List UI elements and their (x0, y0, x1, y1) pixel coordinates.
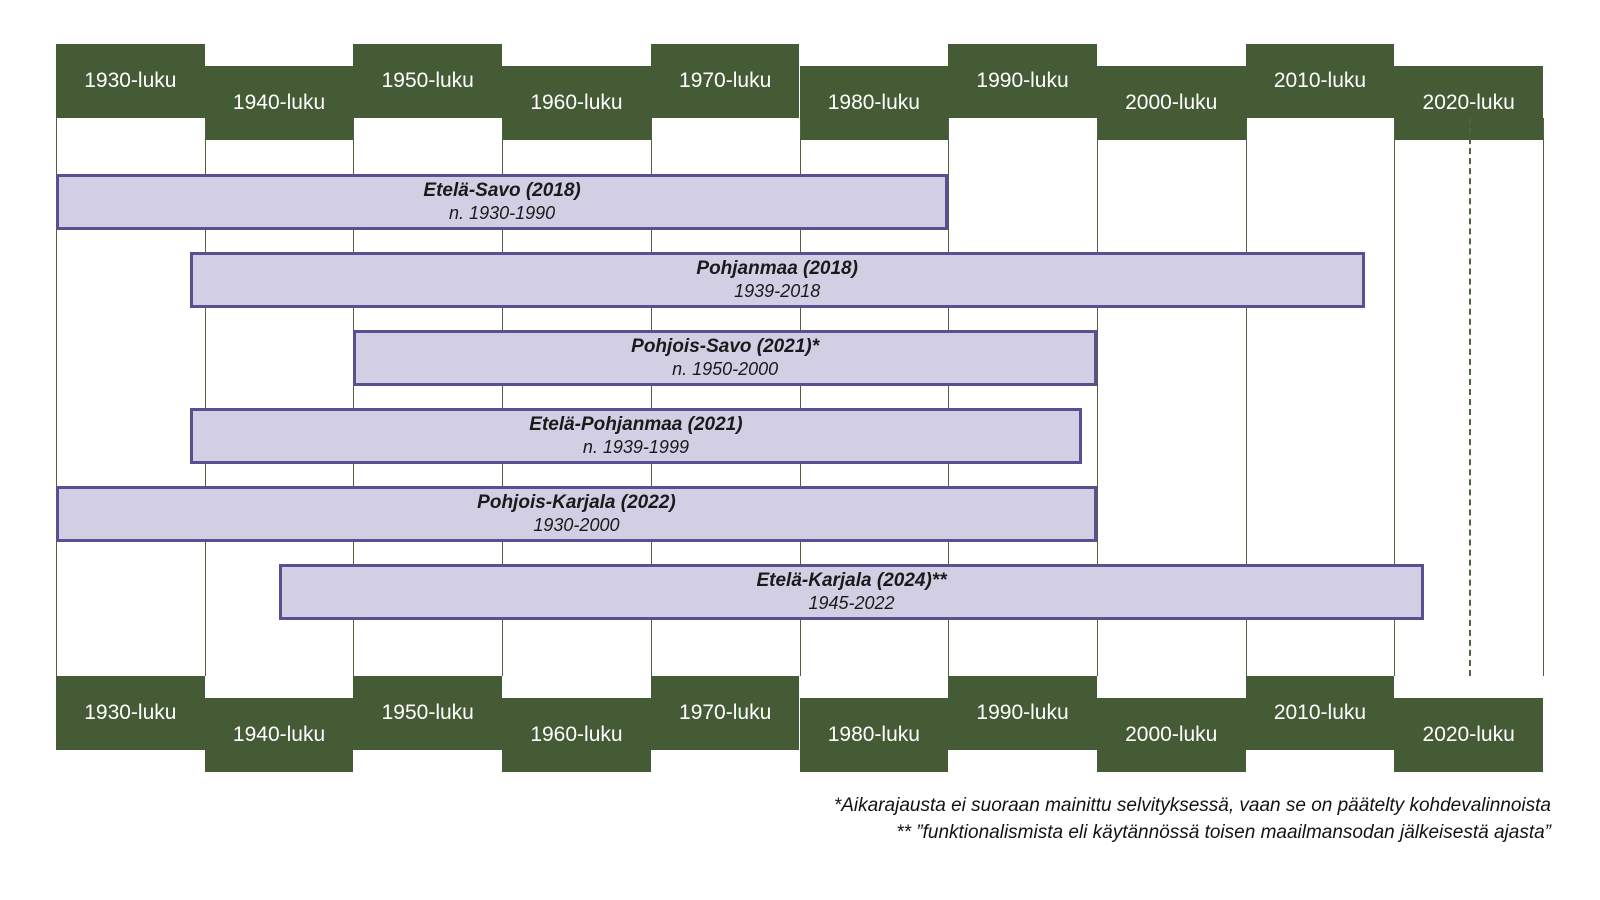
decade-header-label: 2000-luku (1125, 723, 1218, 746)
timeline-bar-title: Etelä-Pohjanmaa (2021) (529, 414, 743, 436)
timeline-bar-range: n. 1939-1999 (582, 436, 689, 457)
timeline-bar-range: 1930-2000 (533, 514, 620, 535)
timeline-bar[interactable]: Etelä-Pohjanmaa (2021)n. 1939-1999 (189, 408, 1083, 464)
timeline-bar[interactable]: Etelä-Karjala (2024)**1945-2022 (279, 564, 1425, 620)
timeline-bar[interactable]: Pohjanmaa (2018)1939-2018 (189, 252, 1365, 308)
timeline-bar[interactable]: Pohjois-Karjala (2022)1930-2000 (56, 486, 1097, 542)
decade-header-label: 2020-luku (1422, 723, 1515, 746)
decade-header-label: 1980-luku (827, 91, 920, 114)
decade-header-label: 1990-luku (976, 701, 1069, 724)
decade-header-cell: 2020-luku (1394, 698, 1543, 772)
decade-header-label: 2010-luku (1273, 701, 1367, 724)
timeline-bar-range: 1939-2018 (734, 280, 821, 301)
footnote-double-asterisk: ** ”funktionalismista eli käytännössä to… (896, 821, 1551, 843)
decade-header-label: 2000-luku (1125, 91, 1218, 114)
decade-header-label: 1980-luku (827, 723, 920, 746)
decade-header-cell: 1950-luku (353, 676, 503, 750)
decade-header-top: 1930-luku 1940-luku 1950-luku 1960-luku 1970… (56, 44, 1543, 140)
marker-line-dashed (1468, 118, 1471, 676)
decade-header-cell: 1970-luku (650, 44, 800, 118)
timeline-bar[interactable]: Pohjois-Savo (2021)*n. 1950-2000 (353, 330, 1097, 386)
decade-header-cell: 1970-luku (650, 676, 800, 750)
decade-header-cell: 1940-luku (204, 698, 354, 772)
gridline (502, 118, 504, 676)
decade-header-cell: 2010-luku (1245, 676, 1395, 750)
gridline (1543, 118, 1544, 676)
decade-header-cell: 1930-luku (56, 676, 205, 750)
gridline (1394, 118, 1396, 676)
timeline-bar-title: Pohjois-Karjala (2022) (477, 492, 676, 514)
decade-header-label: 2010-luku (1273, 69, 1367, 92)
decade-header-cell: 1950-luku (353, 44, 503, 118)
gridline (1096, 118, 1098, 676)
decade-header-bottom: 1930-luku 1940-luku 1950-luku 1960-luku 1970… (56, 676, 1543, 772)
decade-header-cell: 1980-luku (799, 66, 949, 140)
timeline-bar-range: 1945-2022 (808, 592, 895, 613)
gridline (204, 118, 206, 676)
gridline (1245, 118, 1247, 676)
decade-header-cell: 1930-luku (56, 44, 205, 118)
decade-header-label: 1940-luku (232, 91, 326, 114)
plot-area: 1930-luku 1940-luku 1950-luku 1960-luku 1970… (56, 44, 1544, 772)
footnote-asterisk: *Aikarajausta ei suoraan mainittu selvit… (833, 795, 1551, 816)
timeline-bar-title: Etelä-Karjala (2024)** (756, 570, 947, 592)
decade-header-label: 1940-luku (232, 723, 326, 746)
timeline-bar-title: Pohjanmaa (2018) (696, 258, 858, 280)
decade-header-label: 1970-luku (679, 701, 772, 724)
timeline-bar[interactable]: Etelä-Savo (2018)n. 1930-1990 (56, 174, 949, 230)
decade-header-label: 1960-luku (530, 723, 623, 746)
decade-header-cell: 1990-luku (948, 44, 1097, 118)
timeline-bar-range: n. 1930-1990 (449, 202, 556, 223)
footnotes: *Aikarajausta ei suoraan mainittu selvit… (0, 793, 1551, 847)
decade-header-cell: 1940-luku (204, 66, 354, 140)
timeline-bar-title: Etelä-Savo (2018) (423, 180, 581, 202)
decade-header-cell: 2000-luku (1096, 66, 1246, 140)
decade-header-label: 1960-luku (530, 91, 623, 114)
decade-header-label: 1950-luku (381, 701, 474, 724)
decade-header-cell: 1960-luku (502, 698, 651, 772)
decade-header-label: 1930-luku (84, 701, 177, 724)
gridline (948, 118, 950, 676)
decade-header-label: 1990-luku (976, 69, 1069, 92)
gridline (799, 118, 801, 676)
gridline (353, 118, 355, 676)
decade-header-cell: 1990-luku (948, 676, 1097, 750)
decade-header-cell: 1980-luku (799, 698, 949, 772)
decade-header-cell: 2010-luku (1245, 44, 1395, 118)
decade-header-label: 2020-luku (1422, 91, 1515, 114)
timeline-bar-title: Pohjois-Savo (2021)* (631, 336, 820, 358)
decade-header-cell: 1960-luku (502, 66, 651, 140)
gridline (56, 118, 57, 676)
gridline (650, 118, 652, 676)
decade-header-cell: 2000-luku (1096, 698, 1246, 772)
decade-header-label: 1930-luku (84, 69, 177, 92)
decade-header-label: 1950-luku (381, 69, 474, 92)
timeline-bar-range: n. 1950-2000 (672, 358, 779, 379)
decade-header-label: 1970-luku (679, 69, 772, 92)
